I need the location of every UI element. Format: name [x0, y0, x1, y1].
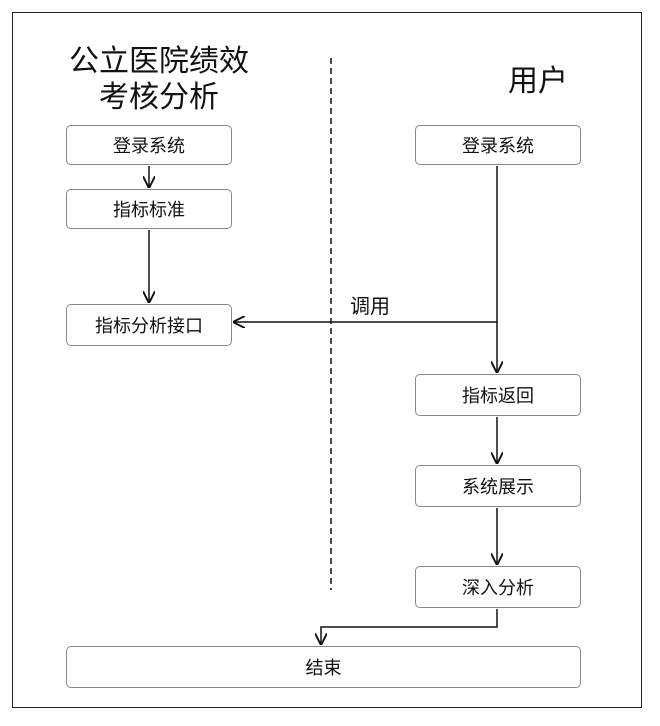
analysis-interface-box: 指标分析接口	[66, 304, 232, 346]
end-box: 结束	[66, 646, 581, 688]
left-login-box: 登录系统	[66, 125, 232, 165]
right-login-box: 登录系统	[415, 125, 581, 165]
left-lane-title: 公立医院绩效 考核分析	[64, 44, 254, 116]
system-display-box: 系统展示	[415, 465, 581, 507]
diagram-frame	[12, 12, 642, 708]
indicator-standard-box: 指标标准	[66, 189, 232, 229]
left-lane-title-line2: 考核分析	[99, 80, 219, 115]
arrow-deep-to-end	[321, 609, 498, 644]
left-lane-title-line1: 公立医院绩效	[69, 44, 249, 79]
call-edge-label: 调用	[350, 294, 390, 318]
right-lane-title: 用户	[508, 64, 568, 99]
indicator-return-box: 指标返回	[415, 374, 581, 416]
deep-analysis-box: 深入分析	[415, 566, 581, 608]
